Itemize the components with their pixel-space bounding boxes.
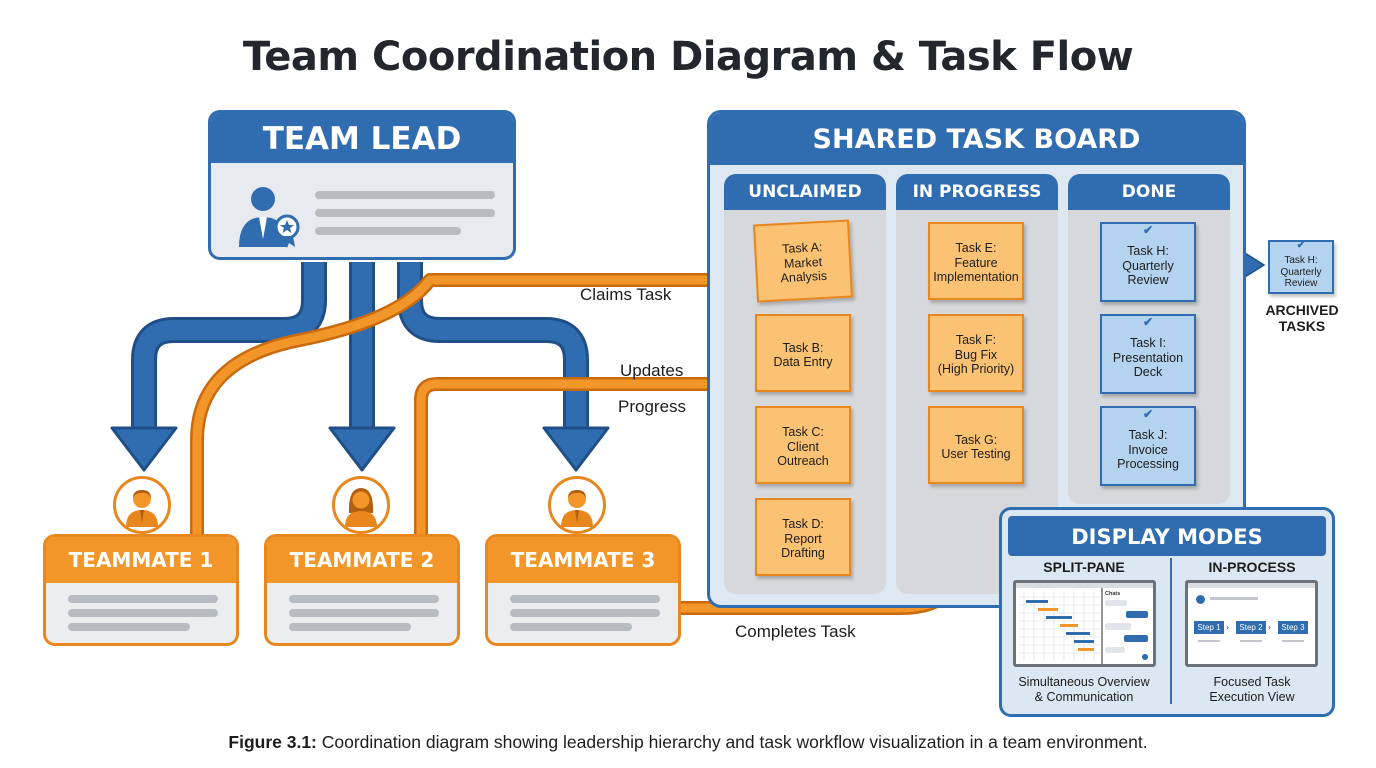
text-placeholder-line	[289, 595, 439, 603]
text-placeholder-line	[315, 227, 461, 235]
teammate-3-label: TEAMMATE 3	[488, 537, 678, 583]
checkmark-icon: ✔	[1142, 407, 1154, 421]
flow-label-claims-task: Claims Task	[580, 285, 672, 304]
male-user-icon	[561, 490, 593, 527]
task-card-f[interactable]: Task F: Bug Fix (High Priority)	[928, 314, 1024, 392]
text-placeholder-line	[1240, 640, 1262, 642]
archived-tasks-label: ARCHIVED TASKS	[1265, 302, 1339, 334]
task-card-d[interactable]: Task D: Report Drafting	[755, 498, 851, 576]
teammate-1-avatar	[113, 476, 171, 534]
in-process-caption: Focused Task Execution View	[1209, 675, 1295, 704]
chevron-right-icon: ›	[1268, 622, 1271, 632]
step-2-button[interactable]: Step 2	[1236, 621, 1266, 634]
figure-caption: Figure 3.1: Coordination diagram showing…	[0, 732, 1376, 753]
board-title: SHARED TASK BOARD	[710, 113, 1243, 165]
team-lead-card: TEAM LEAD	[208, 110, 516, 260]
teammate-1-card: TEAMMATE 1	[43, 534, 239, 646]
split-pane-caption: Simultaneous Overview & Communication	[1018, 675, 1150, 704]
text-placeholder-line	[68, 623, 190, 631]
text-placeholder-line	[315, 209, 495, 217]
text-placeholder-line	[1282, 640, 1304, 642]
done-card-j-text: Task J: Invoice Processing	[1100, 406, 1196, 486]
female-user-icon	[345, 488, 377, 527]
step-1-button[interactable]: Step 1	[1194, 621, 1224, 634]
team-lead-badge-icon	[239, 187, 300, 248]
text-placeholder-line	[1198, 640, 1220, 642]
lead-to-teammate-arrows	[110, 262, 610, 472]
done-card-h-text: Task H: Quarterly Review	[1100, 222, 1196, 302]
done-card-j[interactable]: Task J: Invoice Processing ✔	[1100, 406, 1196, 486]
task-card-c[interactable]: Task C: Client Outreach	[755, 406, 851, 484]
checkmark-icon: ✔	[1296, 240, 1306, 251]
checkmark-icon: ✔	[1142, 223, 1154, 237]
task-card-b[interactable]: Task B: Data Entry	[755, 314, 851, 392]
column-header-unclaimed: UNCLAIMED	[724, 174, 886, 210]
column-header-in-progress: IN PROGRESS	[896, 174, 1058, 210]
text-placeholder-line	[510, 623, 632, 631]
chat-panel-label: Chats	[1105, 591, 1120, 597]
text-placeholder-line	[510, 609, 660, 617]
in-process-preview[interactable]: Step 1 › Step 2 › Step 3	[1185, 580, 1318, 667]
text-placeholder-line	[68, 595, 218, 603]
done-card-i[interactable]: Task I: Presentation Deck ✔	[1100, 314, 1196, 394]
team-lead-label: TEAM LEAD	[211, 113, 513, 163]
checkmark-icon: ✔	[1142, 315, 1154, 329]
text-placeholder-line	[289, 623, 411, 631]
split-pane-label: SPLIT-PANE	[1043, 559, 1125, 575]
task-card-a[interactable]: Task A: Market Analysis	[753, 219, 853, 303]
mode-divider	[1170, 558, 1172, 704]
figure-caption-prefix: Figure 3.1:	[228, 732, 317, 752]
male-user-icon	[126, 490, 158, 527]
teammate-1-label: TEAMMATE 1	[46, 537, 236, 583]
teammate-2-card: TEAMMATE 2	[264, 534, 460, 646]
split-pane-mockup: Chats	[1016, 583, 1153, 664]
done-card-h[interactable]: Task H: Quarterly Review ✔	[1100, 222, 1196, 302]
split-pane-preview[interactable]: Chats	[1013, 580, 1156, 667]
done-card-i-text: Task I: Presentation Deck	[1100, 314, 1196, 394]
in-process-label: IN-PROCESS	[1208, 559, 1296, 575]
column-header-done: DONE	[1068, 174, 1230, 210]
task-card-g[interactable]: Task G: User Testing	[928, 406, 1024, 484]
text-placeholder-line	[68, 609, 218, 617]
figure-caption-text: Coordination diagram showing leadership …	[316, 732, 1148, 752]
teammate-2-avatar	[332, 476, 390, 534]
step-3-button[interactable]: Step 3	[1278, 621, 1308, 634]
flow-label-completes-task: Completes Task	[735, 622, 856, 641]
text-placeholder-line	[289, 609, 439, 617]
teammate-2-label: TEAMMATE 2	[267, 537, 457, 583]
flow-label-updates: Updates	[620, 361, 684, 380]
window-titlebar	[1188, 583, 1315, 588]
text-placeholder-line	[315, 191, 495, 199]
archived-task-text: Task H: Quarterly Review	[1268, 240, 1334, 294]
chevron-right-icon: ›	[1226, 622, 1229, 632]
display-modes-title: DISPLAY MODES	[1008, 516, 1326, 556]
avatar-dot-icon	[1196, 595, 1205, 604]
text-placeholder-line	[1210, 597, 1258, 600]
teammate-3-card: TEAMMATE 3	[485, 534, 681, 646]
text-placeholder-line	[510, 595, 660, 603]
task-card-e[interactable]: Task E: Feature Implementation	[928, 222, 1024, 300]
teammate-3-avatar	[548, 476, 606, 534]
flow-label-progress: Progress	[618, 397, 687, 416]
page-title: Team Coordination Diagram & Task Flow	[242, 34, 1134, 80]
archived-task-card[interactable]: Task H: Quarterly Review ✔	[1268, 240, 1334, 294]
